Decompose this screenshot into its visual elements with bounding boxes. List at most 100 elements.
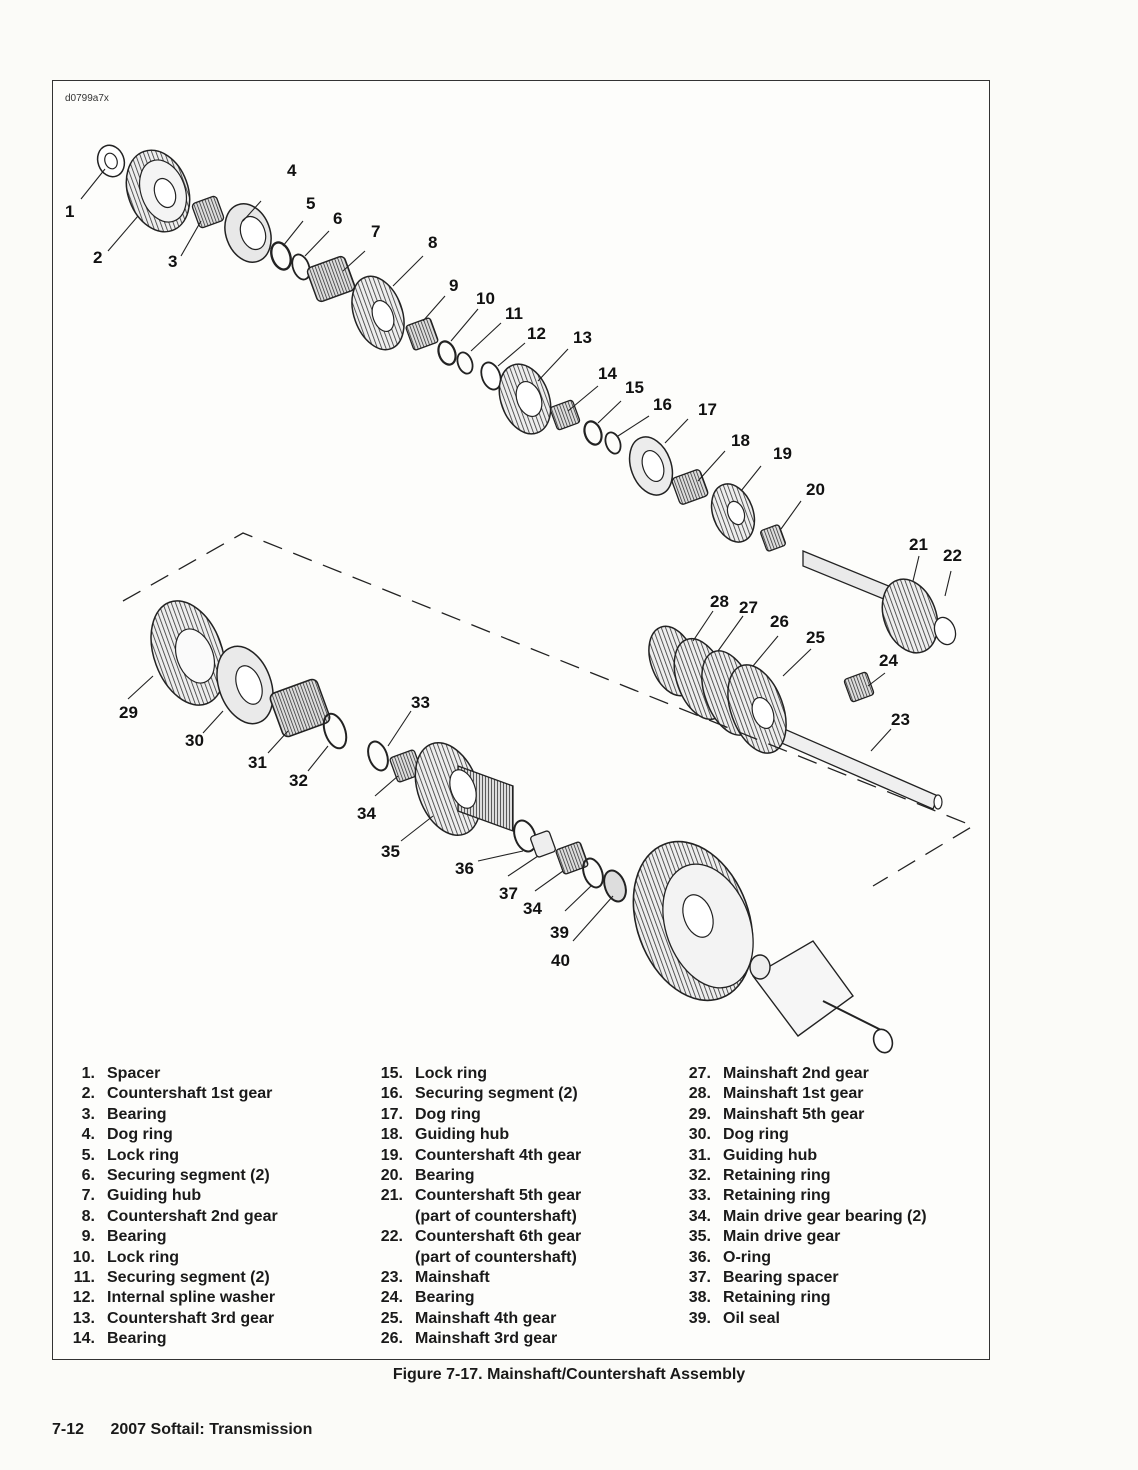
legend-item: 21. Countershaft 5th gear: [367, 1186, 582, 1206]
legend-item-number: 29.: [688, 1105, 711, 1123]
callout-1: 1: [65, 202, 74, 221]
part-countershaft-2nd-gear: [351, 275, 405, 351]
legend-item-number: 39.: [688, 1309, 711, 1327]
legend-item-number: 18.: [380, 1126, 403, 1144]
part-dog-ring-17: [628, 436, 674, 496]
callout-35: 35: [381, 842, 400, 861]
part-mainshaft-5th-gear: [150, 600, 226, 706]
legend-item: 36.O-ring: [675, 1248, 927, 1268]
legend-item-number: 37.: [688, 1269, 711, 1287]
callout-11: 11: [505, 304, 523, 323]
figure-frame: d0799a7x: [52, 80, 990, 1360]
callout-36: 36: [455, 859, 474, 878]
callout-10: 10: [476, 289, 495, 308]
legend-item-label: Countershaft 4th gear: [415, 1146, 582, 1164]
legend-item-number: 28.: [688, 1085, 711, 1103]
legend-item: 24.Bearing: [367, 1288, 581, 1308]
legend-item-label: Countershaft 5th gear: [415, 1187, 582, 1205]
legend-item: 17.Dog ring: [367, 1105, 581, 1125]
legend-item-number: 21.: [380, 1187, 403, 1205]
legend-item-number: 20.: [380, 1167, 403, 1185]
part-guiding-hub-18: [671, 469, 709, 505]
callout-18: 18: [731, 431, 750, 450]
legend-item-number: 8.: [81, 1207, 95, 1225]
page-number: 7-12: [52, 1421, 85, 1438]
legend-item: 16.Securing segment (2): [367, 1084, 581, 1104]
legend-item-label: Countershaft 1st gear: [107, 1085, 273, 1103]
part-securing-segment-6: [291, 253, 311, 281]
legend-item: 20.Bearing: [367, 1166, 581, 1186]
legend-item-number: 16.: [380, 1085, 403, 1103]
legend-item-number: 5.: [81, 1146, 95, 1164]
part-lock-ring-15: [583, 420, 603, 446]
legend-item-label: Dog ring: [107, 1126, 173, 1144]
legend-item-number: 6.: [81, 1167, 95, 1185]
legend-item-number: 12.: [72, 1289, 95, 1307]
legend-item-label: Countershaft 6th gear: [415, 1228, 582, 1246]
legend-item: 13.Countershaft 3rd gear: [59, 1309, 278, 1329]
legend-item: 12.Internal spline washer: [59, 1288, 278, 1308]
callout-23: 23: [891, 710, 910, 729]
legend-item-label: Mainshaft 1st gear: [723, 1085, 864, 1103]
part-countershaft-1st-gear: [125, 149, 191, 233]
part-bearing-20: [760, 524, 786, 552]
legend-item: 28. Mainshaft 1st gear: [675, 1084, 927, 1104]
legend-item: 29.Mainshaft 5th gear: [675, 1105, 927, 1125]
callout-20: 20: [806, 480, 825, 499]
legend-item: 4.Dog ring: [59, 1125, 278, 1145]
part-countershaft-4th-gear: [710, 483, 756, 543]
callout-25: 25: [806, 628, 825, 647]
legend-item-label: Retaining ring: [723, 1187, 831, 1205]
callout-labels: 1 2 3 4 5 6 7 8 9 10 11 12 13 14 15 16 1…: [65, 161, 962, 970]
legend-item: 37.Bearing spacer: [675, 1268, 927, 1288]
legend-item-label: Mainshaft 4th gear: [415, 1309, 557, 1327]
legend-item-label: Countershaft 2nd gear: [107, 1207, 278, 1225]
callout-34: 34: [357, 804, 376, 823]
part-main-drive-gear: [414, 741, 514, 837]
callout-22: 22: [943, 546, 962, 565]
callout-33: 33: [411, 693, 430, 712]
legend-item-number: 34.: [688, 1207, 711, 1225]
legend-item-number: 3.: [81, 1105, 95, 1123]
part-retaining-ring-33: [367, 740, 389, 772]
legend-item: 14.Bearing: [59, 1329, 278, 1349]
legend-item: 19. Countershaft 4th gear: [367, 1146, 582, 1166]
part-main-drive-gear-bearing-34b: [555, 841, 589, 875]
legend-item: 39.Oil seal: [675, 1309, 927, 1329]
legend-item-number: 17.: [380, 1105, 403, 1123]
legend-item-label: Mainshaft: [415, 1269, 490, 1287]
legend-item-number: 24.: [380, 1289, 403, 1307]
legend-item-number: 19.: [380, 1146, 403, 1164]
part-spacer: [96, 144, 126, 178]
legend-item-label: Lock ring: [107, 1248, 180, 1266]
legend-item-label: Mainshaft 2nd gear: [723, 1065, 869, 1082]
legend-item-number: 33.: [688, 1187, 711, 1205]
callout-26: 26: [770, 612, 789, 631]
callout-29: 29: [119, 703, 138, 722]
callout-8: 8: [428, 233, 437, 252]
part-countershaft: [802, 550, 957, 654]
legend-item-label: Mainshaft 3rd gear: [415, 1330, 558, 1348]
leader-lines: [80, 168, 952, 942]
legend-item-label: Bearing: [107, 1228, 167, 1246]
legend-item-label: Guiding hub: [723, 1146, 818, 1164]
part-mainshaft-gears: [648, 625, 787, 754]
part-lock-ring-10: [437, 340, 457, 366]
legend-item-number: 36.: [688, 1248, 711, 1266]
legend-item: 6.Securing segment (2): [59, 1166, 278, 1186]
legend-item-label: Main drive gear bearing (2): [723, 1207, 927, 1225]
legend-item: 22.Countershaft 6th gear: [367, 1227, 582, 1247]
legend-item: 32.Retaining ring: [675, 1166, 927, 1186]
legend-item-label: Dog ring: [723, 1126, 789, 1144]
legend-item: 31. Guiding hub: [675, 1146, 927, 1166]
legend-item-label: Lock ring: [415, 1065, 488, 1082]
legend-item-number: 31.: [688, 1146, 711, 1164]
legend-item: 5.Lock ring: [59, 1146, 278, 1166]
legend-item-label: Securing segment (2): [107, 1269, 270, 1287]
callout-19: 19: [773, 444, 792, 463]
legend-item: 27.Mainshaft 2nd gear: [675, 1064, 927, 1084]
part-internal-spline-washer: [480, 361, 502, 391]
